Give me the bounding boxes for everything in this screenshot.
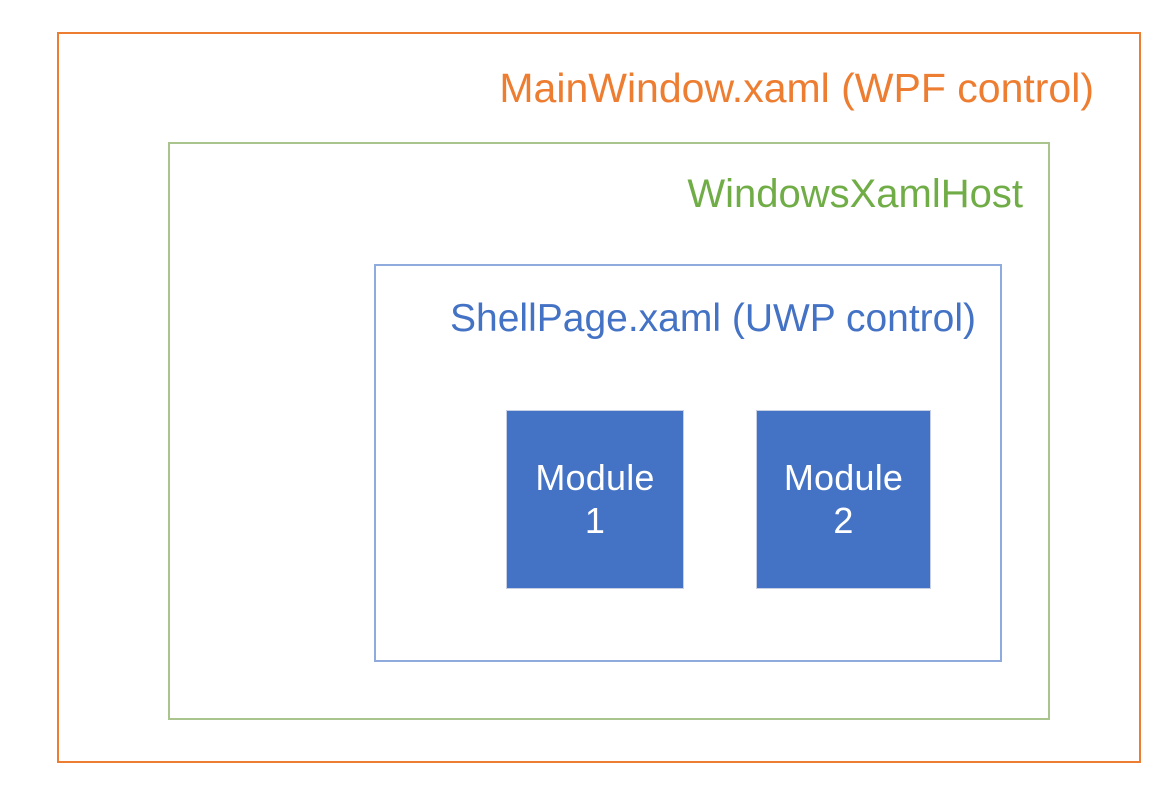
mainwindow-container: MainWindow.xaml (WPF control) WindowsXam…: [57, 32, 1141, 763]
shellpage-label: ShellPage.xaml (UWP control): [450, 297, 976, 340]
module-1-number: 1: [584, 499, 606, 541]
module-2-tile: Module 2: [756, 410, 931, 589]
shellpage-container: ShellPage.xaml (UWP control) Module 1 Mo…: [374, 264, 1002, 662]
module-1-word: Module: [535, 457, 655, 499]
module-1-label: Module 1: [535, 457, 654, 542]
windowsxamlhost-container: WindowsXamlHost ShellPage.xaml (UWP cont…: [168, 142, 1050, 720]
module-1-tile: Module 1: [506, 410, 684, 589]
module-2-number: 2: [833, 499, 854, 541]
module-2-word: Module: [783, 457, 904, 499]
module-2-label: Module 2: [784, 457, 903, 542]
mainwindow-label: MainWindow.xaml (WPF control): [499, 65, 1094, 111]
windowsxamlhost-label: WindowsXamlHost: [687, 172, 1023, 216]
